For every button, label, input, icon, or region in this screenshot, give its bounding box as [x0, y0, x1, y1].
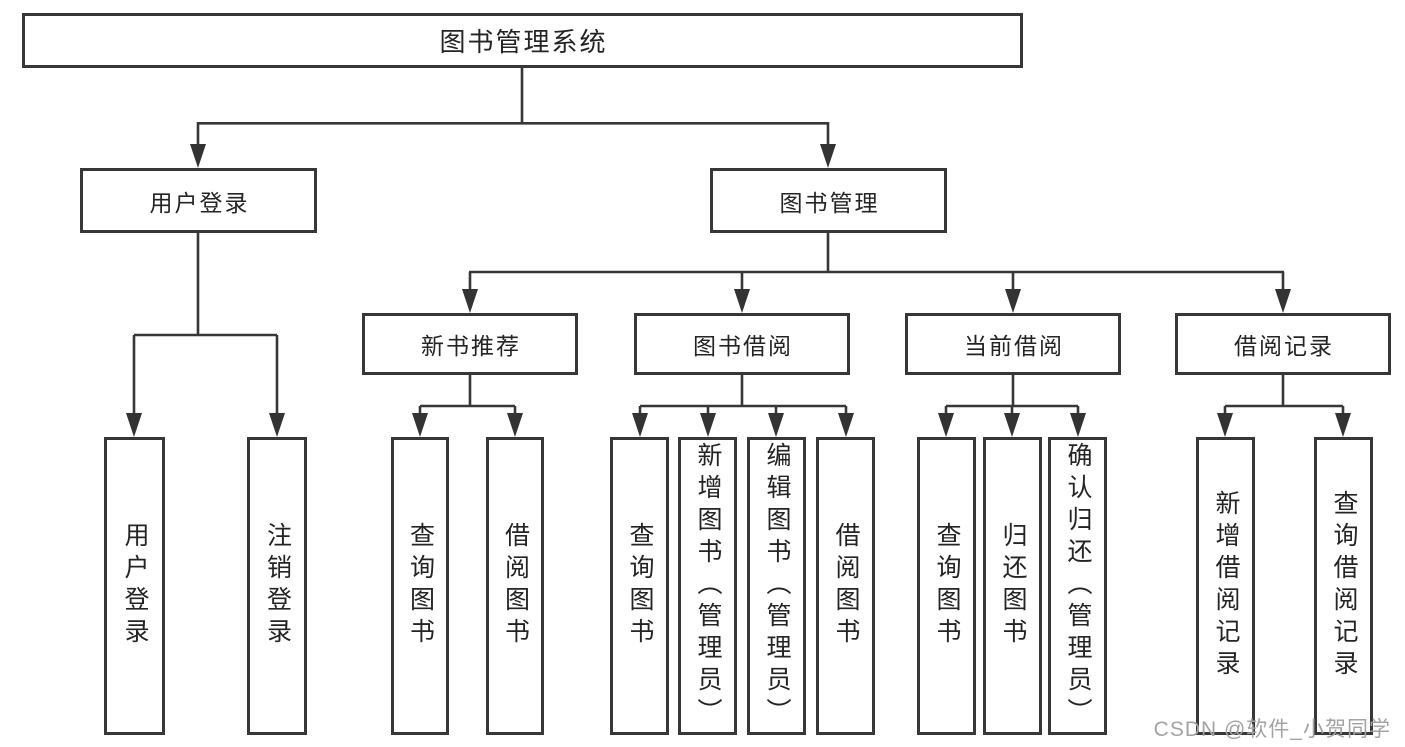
- node-label: 归还图书: [999, 522, 1027, 650]
- watermark: CSDN @软件_小贺同学: [1153, 718, 1391, 741]
- node-label: 查询借阅记录: [1330, 490, 1358, 682]
- leaf-confirm-return-admin: 确认归还（管理员）: [1048, 437, 1107, 735]
- node-user-login: 用户登录: [80, 168, 317, 233]
- leaf-query-books-current: 查询图书: [917, 437, 976, 735]
- leaf-add-books-admin: 新增图书（管理员）: [678, 437, 737, 735]
- node-label: 注销登录: [263, 522, 292, 650]
- node-label: 新书推荐: [421, 333, 521, 359]
- node-current-borrowing: 当前借阅: [905, 313, 1121, 375]
- leaf-logout: 注销登录: [247, 437, 307, 735]
- leaf-return-books: 归还图书: [983, 437, 1042, 735]
- node-label: 借阅图书: [832, 522, 860, 650]
- node-label: 确认归还（管理员）: [1064, 442, 1092, 730]
- node-book-management: 图书管理: [710, 168, 947, 233]
- leaf-add-borrow-record: 新增借阅记录: [1196, 437, 1255, 735]
- node-label: 查询图书: [626, 522, 654, 650]
- node-borrowing-records: 借阅记录: [1175, 313, 1391, 375]
- node-label: 图书管理: [779, 189, 880, 216]
- node-book-borrowing: 图书借阅: [634, 313, 850, 375]
- node-label: 用户登录: [149, 189, 250, 216]
- leaf-borrow-books-recommend: 借阅图书: [486, 437, 544, 735]
- node-label: 当前借阅: [964, 333, 1064, 359]
- node-label: 新增图书（管理员）: [694, 442, 722, 730]
- node-library-management-system: 图书管理系统: [22, 13, 1023, 68]
- node-label: 图书借阅: [693, 333, 793, 359]
- leaf-query-borrow-record: 查询借阅记录: [1314, 437, 1373, 735]
- node-label: 用户登录: [121, 522, 149, 650]
- node-label: 新增借阅记录: [1212, 490, 1240, 682]
- node-label: 图书管理系统: [439, 27, 608, 57]
- node-label: 编辑图书（管理员）: [763, 442, 791, 730]
- leaf-query-books-borrow: 查询图书: [610, 437, 669, 735]
- leaf-query-books-recommend: 查询图书: [391, 437, 449, 735]
- node-label: 借阅记录: [1234, 333, 1334, 359]
- node-new-book-recommendation: 新书推荐: [362, 313, 578, 375]
- leaf-user-login: 用户登录: [104, 437, 165, 735]
- leaf-edit-books-admin: 编辑图书（管理员）: [747, 437, 806, 735]
- node-label: 借阅图书: [501, 522, 530, 650]
- node-label: 查询图书: [406, 522, 435, 650]
- node-label: 查询图书: [933, 522, 961, 650]
- leaf-borrow-books: 借阅图书: [816, 437, 875, 735]
